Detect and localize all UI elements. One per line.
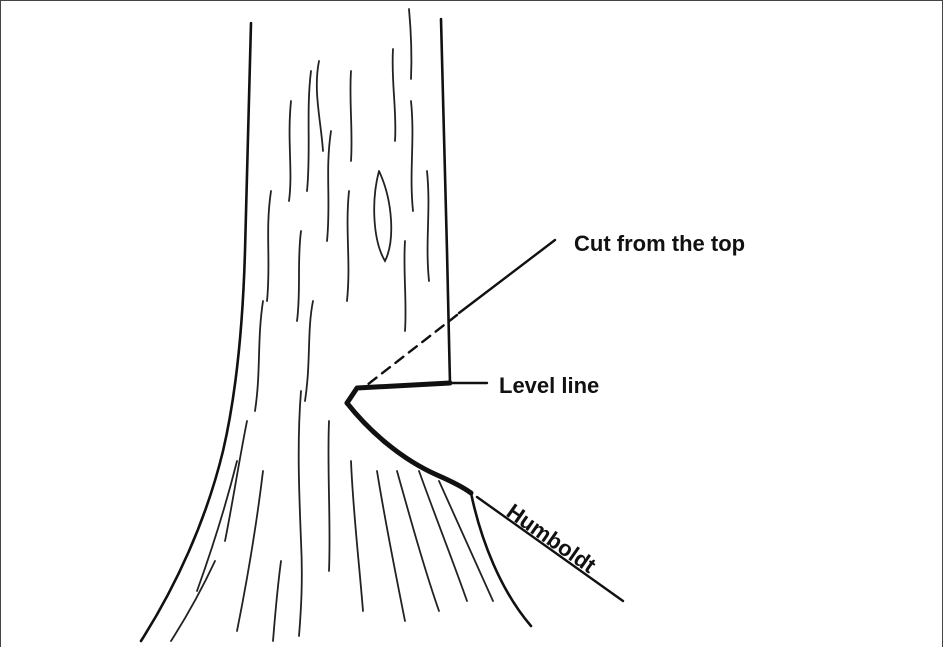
level-line-label: Level line: [499, 373, 599, 398]
top-cut-guide-dashed: [367, 315, 457, 385]
trunk-top-stub: [409, 9, 411, 79]
humboldt-cut-line: [347, 403, 471, 493]
trunk-left-edge: [141, 23, 251, 641]
top-cut-label: Cut from the top: [574, 231, 745, 256]
notch: [347, 383, 471, 493]
trunk-right-edge: [441, 19, 450, 383]
humboldt-label: Humboldt: [502, 499, 601, 579]
top-cut-leader: [459, 240, 555, 313]
tree-trunk: [141, 9, 531, 641]
level-cut-line: [347, 383, 450, 403]
